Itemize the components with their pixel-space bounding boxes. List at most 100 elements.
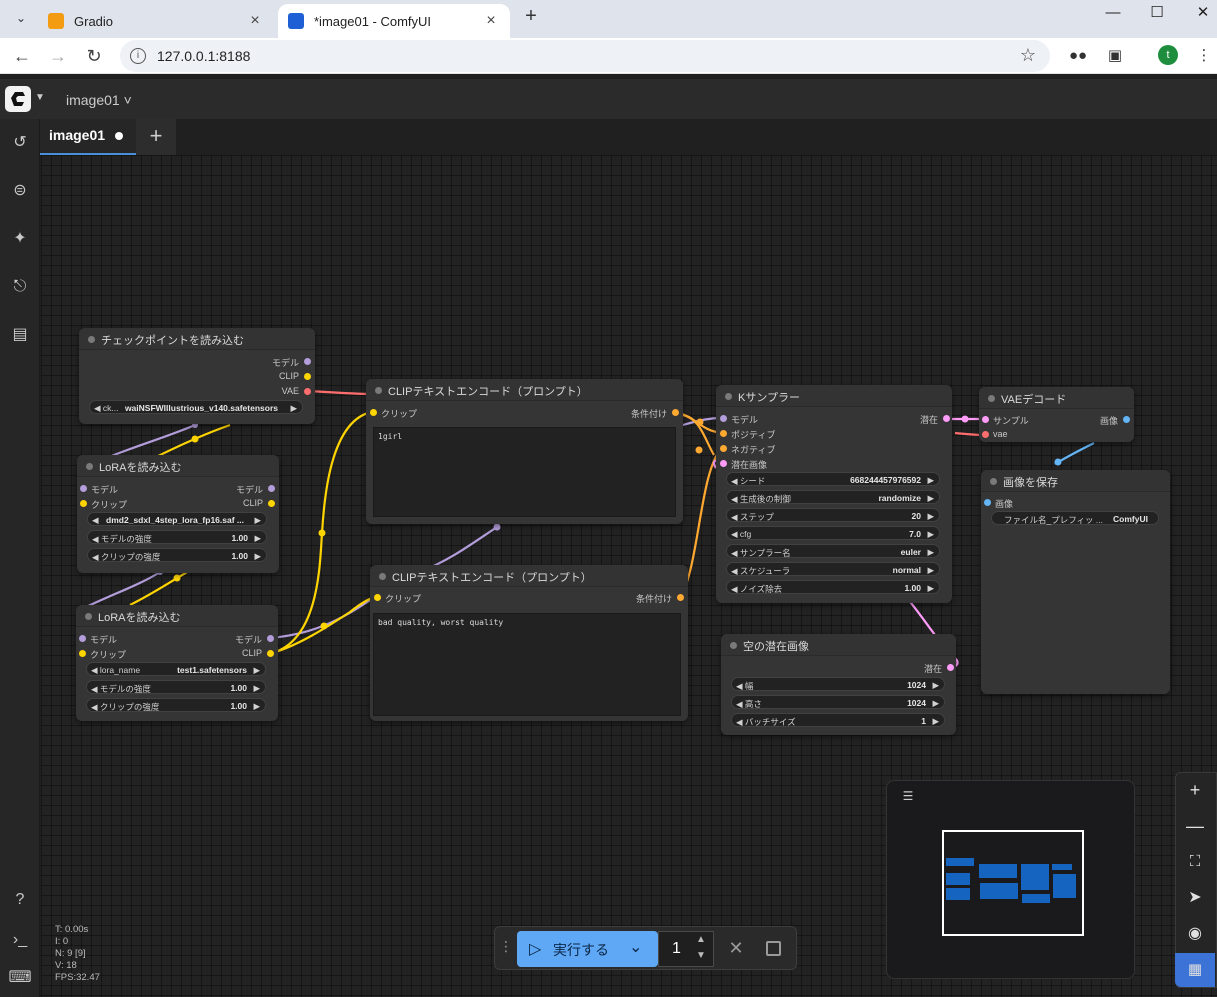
arrow-right-icon[interactable]: ▶ (927, 492, 934, 503)
prompt-textarea[interactable]: bad quality, worst quality (373, 613, 681, 716)
output-slot-vae[interactable] (304, 388, 311, 395)
templates-icon[interactable]: ▤ (12, 326, 28, 343)
decrement-icon[interactable]: ▼ (696, 950, 706, 961)
lora-name-combo[interactable]: ◀ lora_name test1.safetensors ▶ (86, 662, 266, 676)
arrow-right-icon[interactable]: ▶ (927, 510, 934, 521)
node-header[interactable]: 画像を保存 (981, 470, 1170, 492)
run-button[interactable]: ▷ 実行する ⌄ (517, 931, 658, 967)
arrow-right-icon[interactable]: ▶ (253, 682, 260, 693)
node-vae-decode[interactable]: VAEデコード サンプル 画像 vae (979, 387, 1134, 442)
batch-count-input[interactable]: 1 ▲ ▼ (658, 931, 714, 967)
node-clip-text-encode-positive[interactable]: CLIPテキストエンコード（プロンプト） クリップ 条件付け 1girl (366, 379, 683, 524)
node-save-image[interactable]: 画像を保存 画像 ファイル名_プレフィッ ... ComfyUI (981, 470, 1170, 694)
minimap[interactable] (886, 780, 1135, 979)
arrow-right-icon[interactable]: ▶ (927, 564, 934, 575)
browser-tab-gradio[interactable]: Gradio × (38, 4, 274, 38)
close-tab-icon[interactable]: × (486, 12, 496, 29)
minimap-viewport[interactable] (942, 830, 1084, 936)
node-header[interactable]: 空の潜在画像 (721, 634, 956, 656)
collapse-dot-icon[interactable] (88, 336, 95, 343)
clip-strength-input[interactable]: ◀ クリップの強度 1.00 ▶ (87, 548, 267, 562)
input-slot-model[interactable] (79, 635, 86, 642)
input-slot-model[interactable] (720, 415, 727, 422)
output-slot-latent[interactable] (947, 664, 954, 671)
output-slot-conditioning[interactable] (672, 409, 679, 416)
zoom-out-icon[interactable]: — (1186, 816, 1204, 836)
browser-tab-comfyui[interactable]: *image01 - ComfyUI × (278, 4, 510, 38)
model-strength-input[interactable]: ◀ モデルの強度 1.00 ▶ (86, 680, 266, 694)
minimap-settings-icon[interactable]: ☰ (902, 789, 914, 803)
arrow-right-icon[interactable]: ▶ (932, 679, 939, 690)
node-checkpoint-loader[interactable]: チェックポイントを読み込む モデル CLIP VAE ◀ ck... waiNS… (79, 328, 315, 424)
steps-input[interactable]: ◀ ステップ 20 ▶ (726, 508, 940, 522)
output-slot-clip[interactable] (267, 650, 274, 657)
arrow-right-icon[interactable]: ▶ (290, 402, 297, 413)
node-header[interactable]: Kサンプラー (716, 385, 952, 407)
minimap-toggle-icon[interactable]: ▦ (1175, 953, 1215, 987)
profile-avatar[interactable]: t (1158, 45, 1178, 65)
node-header[interactable]: CLIPテキストエンコード（プロンプト） (366, 379, 683, 401)
node-header[interactable]: LoRAを読み込む (76, 605, 278, 627)
forward-icon[interactable]: → (49, 46, 67, 66)
cancel-run-icon[interactable]: ✕ (728, 938, 744, 958)
output-slot-clip[interactable] (304, 373, 311, 380)
node-header[interactable]: VAEデコード (979, 387, 1134, 409)
close-window-icon[interactable]: ✕ (1196, 4, 1210, 21)
arrow-right-icon[interactable]: ▶ (932, 715, 939, 726)
collapse-dot-icon[interactable] (85, 613, 92, 620)
back-icon[interactable]: ← (13, 46, 31, 66)
close-tab-icon[interactable]: × (250, 12, 260, 29)
chevron-down-icon[interactable]: ▼ (35, 92, 45, 103)
tab-image01[interactable]: image01 (40, 119, 136, 155)
input-slot-latent-image[interactable] (720, 460, 727, 467)
arrow-right-icon[interactable]: ▶ (254, 550, 261, 561)
node-header[interactable]: チェックポイントを読み込む (79, 328, 315, 350)
arrow-right-icon[interactable]: ▶ (927, 474, 934, 485)
collapse-dot-icon[interactable] (725, 393, 732, 400)
maximize-window-icon[interactable]: ☐ (1150, 4, 1164, 21)
arrow-right-icon[interactable]: ▶ (927, 546, 934, 557)
comfyui-logo-icon[interactable] (5, 86, 31, 112)
collapse-dot-icon[interactable] (379, 573, 386, 580)
width-input[interactable]: ◀ 幅 1024 ▶ (731, 677, 945, 691)
node-clip-text-encode-negative[interactable]: CLIPテキストエンコード（プロンプト） クリップ 条件付け bad quali… (370, 565, 688, 721)
denoise-input[interactable]: ◀ ノイズ除去 1.00 ▶ (726, 580, 940, 594)
collapse-dot-icon[interactable] (988, 395, 995, 402)
arrow-right-icon[interactable]: ▶ (254, 514, 261, 525)
cfg-input[interactable]: ◀ cfg 7.0 ▶ (726, 526, 940, 540)
scheduler-combo[interactable]: ◀ スケジューラ normal ▶ (726, 562, 940, 576)
input-slot-clip[interactable] (79, 650, 86, 657)
visibility-icon[interactable]: ◉ (1188, 925, 1202, 942)
clip-strength-input[interactable]: ◀ クリップの強度 1.00 ▶ (86, 698, 266, 712)
output-slot-model[interactable] (267, 635, 274, 642)
input-slot-model[interactable] (80, 485, 87, 492)
input-slot-samples[interactable] (982, 416, 989, 423)
input-slot-vae[interactable] (982, 431, 989, 438)
filename-prefix-input[interactable]: ファイル名_プレフィッ ... ComfyUI (991, 511, 1159, 525)
increment-icon[interactable]: ▲ (696, 934, 706, 945)
node-header[interactable]: CLIPテキストエンコード（プロンプト） (370, 565, 688, 587)
add-workflow-tab-button[interactable]: + (149, 123, 163, 148)
input-slot-clip[interactable] (370, 409, 377, 416)
arrow-right-icon[interactable]: ▶ (253, 700, 260, 711)
input-slot-clip[interactable] (374, 594, 381, 601)
control-after-generate-combo[interactable]: ◀ 生成後の制御 randomize ▶ (726, 490, 940, 504)
output-slot-model[interactable] (268, 485, 275, 492)
node-header[interactable]: LoRAを読み込む (77, 455, 279, 477)
new-tab-button[interactable]: + (525, 5, 537, 27)
site-info-icon[interactable]: i (130, 48, 146, 64)
browser-menu-icon[interactable]: ⋮ (1196, 47, 1212, 64)
arrow-right-icon[interactable]: ▶ (254, 532, 261, 543)
batch-size-input[interactable]: ◀ バッチサイズ 1 ▶ (731, 713, 945, 727)
ckpt-name-combo[interactable]: ◀ ck... waiNSFWIllustrious_v140.safetens… (89, 400, 303, 414)
keyboard-icon[interactable]: ⌨ (8, 969, 32, 986)
node-library-icon[interactable]: ⊜ (13, 182, 27, 199)
node-empty-latent-image[interactable]: 空の潜在画像 潜在 ◀ 幅 1024 ▶ ◀ 高さ 1024 ▶ ◀ バッチサイ… (721, 634, 956, 735)
node-lora-loader-1[interactable]: LoRAを読み込む モデル モデル クリップ CLIP ◀ dmd2_sdxl_… (77, 455, 279, 573)
arrow-right-icon[interactable]: ▶ (253, 664, 260, 675)
collapse-dot-icon[interactable] (375, 387, 382, 394)
workflows-icon[interactable]: ⎋ (13, 278, 27, 295)
select-mode-icon[interactable]: ➤ (1188, 889, 1202, 906)
arrow-left-icon[interactable]: ◀ (92, 514, 99, 525)
seed-input[interactable]: ◀ シード 668244457976592 ▶ (726, 472, 940, 486)
